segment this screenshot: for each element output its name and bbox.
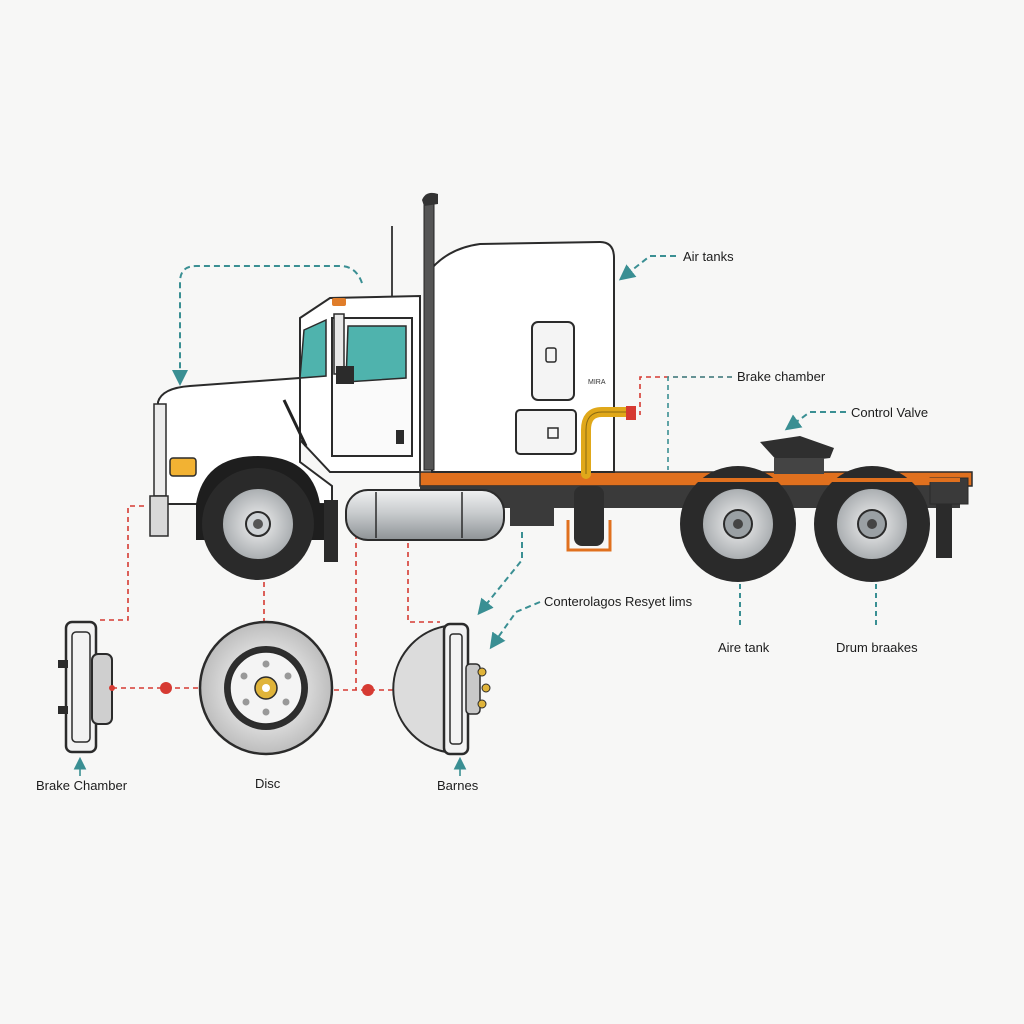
label-barnes: Barnes [437,778,479,793]
label-air-tanks: Air tanks [683,249,734,264]
label-aire-tank: Aire tank [718,640,770,655]
disc-part [198,620,334,756]
label-brake-chamber-top: Brake chamber [737,369,826,384]
connector-dot [362,684,374,696]
semi-truck: MIRA [149,192,973,582]
connector-dot [160,682,172,694]
label-control-valve: Control Valve [851,405,929,420]
rear-wheel-2 [814,466,930,582]
label-brake-chamber-bottom: Brake Chamber [36,778,128,793]
label-drum-brakes: Drum braakes [836,640,918,655]
brake-chamber-part [58,620,115,754]
cab-badge: MIRA [588,379,606,386]
barnes-caliper-part [392,622,491,756]
label-disc: Disc [255,776,281,791]
front-wheel [202,468,314,580]
label-center-text: Conterolagos Resyet lims [544,594,693,609]
leader-lines [73,255,877,776]
rear-wheel-1 [680,466,796,582]
